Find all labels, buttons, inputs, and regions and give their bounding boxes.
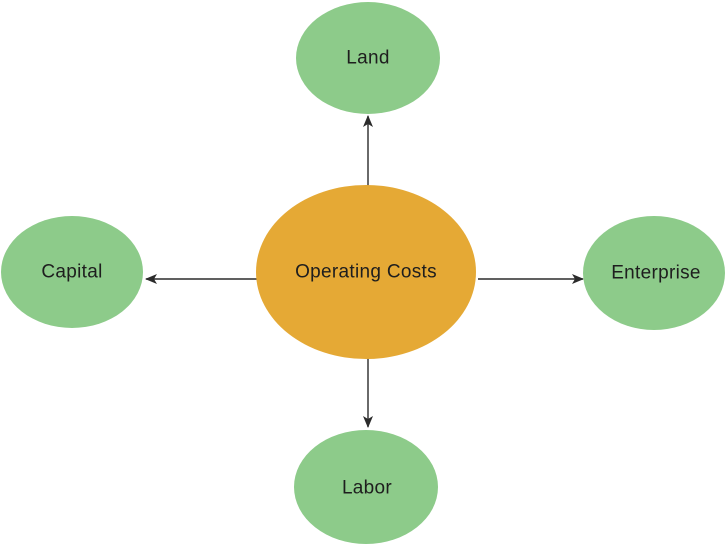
node-capital-shape	[1, 216, 143, 328]
node-operating-costs-label: Operating Costs	[295, 262, 437, 283]
node-labor-shape	[294, 430, 438, 544]
connectors	[145, 115, 584, 428]
node-labor-label: Labor	[342, 478, 392, 499]
node-capital-label: Capital	[41, 262, 102, 283]
node-capital: Capital	[1, 216, 143, 328]
node-labor: Labor	[294, 430, 438, 544]
node-operating-costs-shape	[256, 185, 476, 359]
node-land: Land	[296, 2, 440, 114]
node-enterprise: Enterprise	[583, 216, 725, 330]
node-land-shape	[296, 2, 440, 114]
node-enterprise-label: Enterprise	[611, 263, 701, 284]
node-operating-costs: Operating Costs	[256, 185, 476, 359]
node-land-label: Land	[346, 48, 389, 69]
node-enterprise-shape	[583, 216, 725, 330]
